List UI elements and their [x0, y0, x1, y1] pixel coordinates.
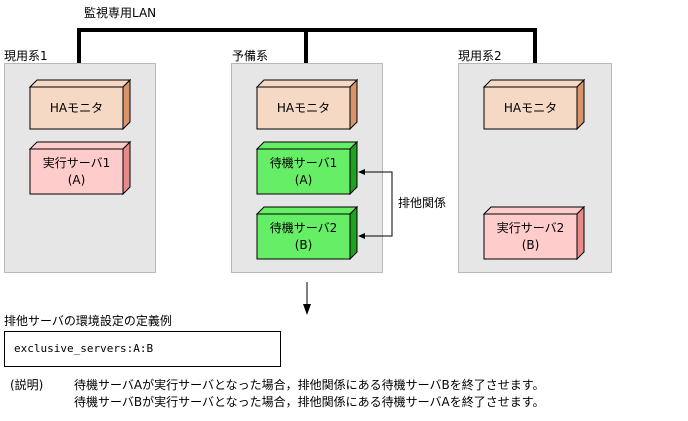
lan-label: 監視専用LAN [84, 6, 157, 20]
exec-server-1-group: (A) [67, 173, 86, 187]
definition-title: 排他サーバの環境設定の定義例 [4, 314, 172, 328]
exclusive-relation-bracket [358, 169, 393, 239]
system-label-standby: 予備系 [232, 49, 269, 63]
explanation-line-2: 待機サーバBが実行サーバとなった場合，排他関係にある待機サーバAを終了させます。 [74, 395, 545, 409]
ha-monitor-label-1: HAモニタ [49, 101, 104, 115]
ha-monitor-label-2: HAモニタ [276, 101, 331, 115]
explanation-label: (説明) [10, 378, 44, 392]
ha-monitor-box-1 [28, 78, 132, 131]
explanation-line-1: 待機サーバAが実行サーバとなった場合，排他関係にある待機サーバBを終了させます。 [74, 378, 545, 392]
exec-server-box-1 [28, 140, 132, 196]
exec-server-box-2 [482, 205, 586, 261]
down-arrow-icon [303, 282, 311, 315]
system-label-primary2: 現用系2 [458, 49, 502, 63]
ha-monitor-box-3 [482, 78, 586, 131]
ha-monitor-label-3: HAモニタ [503, 101, 558, 115]
definition-code: exclusive_servers:A:B [14, 342, 154, 355]
exec-server-2-group: (B) [521, 238, 540, 252]
standby-server-2-group: (B) [294, 238, 313, 252]
standby-server-box-2 [255, 205, 359, 261]
ha-monitor-box-2 [255, 78, 359, 131]
standby-server-2-name: 待機サーバ2 [269, 221, 338, 235]
exec-server-2-name: 実行サーバ2 [496, 221, 565, 235]
definition-code-box [4, 331, 281, 367]
exec-server-1-name: 実行サーバ1 [42, 156, 111, 170]
standby-server-box-1 [255, 140, 359, 196]
standby-server-1-group: (A) [294, 173, 313, 187]
system-label-primary1: 現用系1 [4, 49, 48, 63]
standby-server-1-name: 待機サーバ1 [269, 156, 338, 170]
exclusive-relation-label: 排他関係 [398, 196, 447, 210]
